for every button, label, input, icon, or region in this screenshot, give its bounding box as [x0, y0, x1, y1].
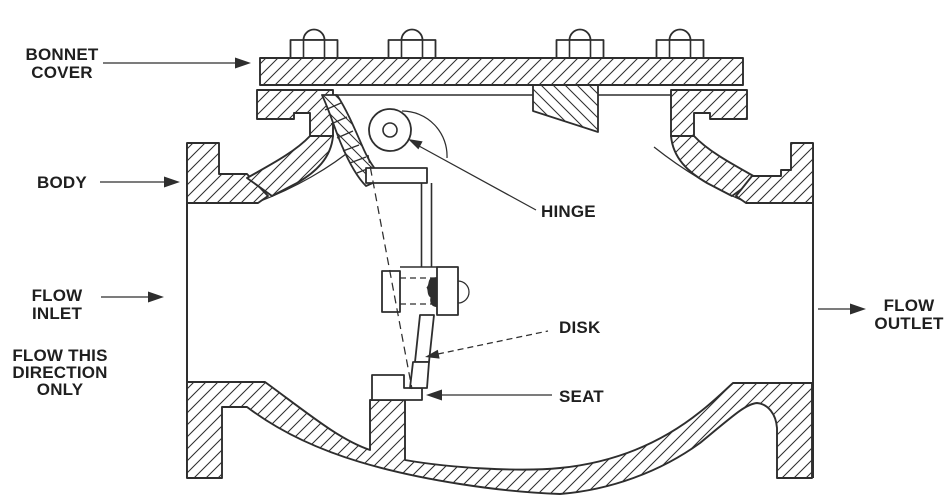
- flow-direction-label-line1: FLOW THIS: [12, 346, 107, 365]
- bonnet-cover-label-line2: COVER: [31, 63, 92, 82]
- flow-inlet-arrowhead: [148, 291, 164, 303]
- hinge-leader-arrowhead: [408, 139, 423, 150]
- bonnet-flange-right: [670, 89, 748, 137]
- body-lower-wall: [186, 381, 813, 495]
- disk-label: DISK: [559, 318, 601, 337]
- bonnet-cover-plate: [259, 57, 744, 86]
- flow-outlet-label-line2: OUTLET: [874, 314, 944, 333]
- disk-bolt-end: [457, 280, 470, 304]
- flow-outlet-label-line1: FLOW: [884, 296, 936, 315]
- disk-rim: [409, 361, 430, 389]
- flow-direction-label-line3: ONLY: [37, 380, 84, 399]
- seat-ring: [371, 374, 423, 401]
- body-neck-left: [246, 135, 334, 197]
- hinge-boss: [368, 108, 412, 152]
- hinge-arm-clamp: [365, 167, 428, 184]
- flow-inlet-label-line1: FLOW: [32, 286, 84, 305]
- flow-outlet-arrowhead: [850, 303, 866, 315]
- hinge-leader-line: [418, 145, 537, 211]
- disc-swing-arc: [401, 110, 448, 159]
- seat-leader-arrowhead: [426, 389, 442, 401]
- body-arrowhead: [164, 176, 180, 188]
- disk-lock-washer: [426, 277, 437, 307]
- bonnet-cover-arrowhead: [235, 57, 251, 69]
- hinge-bracket-arm: [321, 94, 385, 187]
- disk-bolt-hidden-lines: [400, 277, 436, 305]
- hinge-pin: [382, 122, 398, 138]
- hinge-bracket-ribs: [324, 102, 373, 174]
- disk-leader-line: [437, 330, 549, 355]
- bonnet-cover-label-line1: BONNET: [26, 45, 99, 64]
- body-neck-right: [670, 135, 758, 197]
- flow-inlet-label-line2: INLET: [32, 304, 83, 323]
- flow-direction-label-line2: DIRECTION: [12, 363, 107, 382]
- disk-nut-block: [436, 266, 459, 316]
- disk-stem-lines: [420, 183, 433, 267]
- hinge-label: HINGE: [541, 202, 596, 221]
- seat-label: SEAT: [559, 387, 604, 406]
- disk-centerline: [367, 154, 413, 390]
- body-label: BODY: [37, 173, 87, 192]
- disk-leader-arrowhead: [425, 349, 440, 359]
- outlet-flange-upper: [735, 142, 814, 204]
